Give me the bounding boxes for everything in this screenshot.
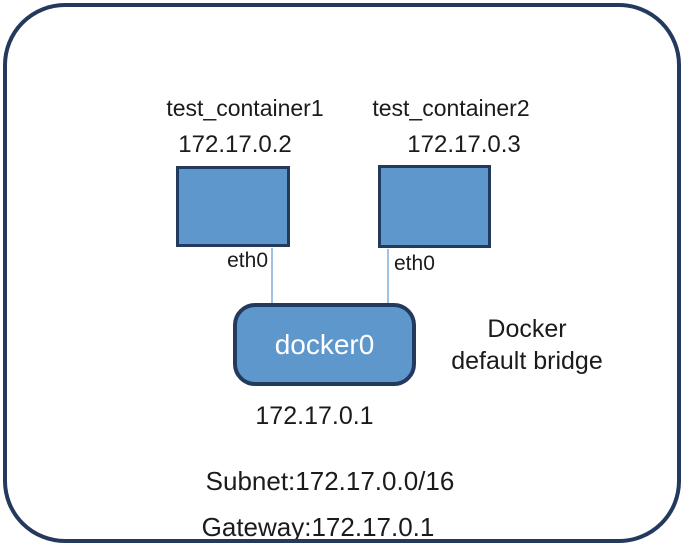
container2-to-bridge-connector	[387, 249, 389, 306]
bridge-caption: Docker default bridge	[438, 313, 616, 377]
container2-ip-label: 172.17.0.3	[407, 131, 521, 158]
bridge-caption-line2: default bridge	[451, 347, 603, 375]
subnet-label: Subnet:172.17.0.0/16	[205, 466, 455, 496]
container2-eth0-label: eth0	[394, 252, 435, 275]
container1-ip-label: 172.17.0.2	[178, 131, 292, 158]
bridge-caption-line1: Docker	[487, 315, 567, 343]
container1-eth0-label: eth0	[227, 249, 268, 272]
docker0-bridge-label: docker0	[274, 328, 375, 360]
host-boundary-outline	[3, 3, 681, 543]
container2-node	[378, 165, 491, 248]
gateway-label: Gateway:172.17.0.1	[201, 512, 435, 542]
bridge-ip-label: 172.17.0.1	[255, 402, 374, 430]
container1-to-bridge-connector	[271, 248, 273, 306]
container1-name-label: test_container1	[166, 95, 324, 121]
docker0-bridge-node: docker0	[233, 303, 416, 386]
container1-node	[176, 166, 290, 247]
container2-name-label: test_container2	[372, 95, 530, 121]
